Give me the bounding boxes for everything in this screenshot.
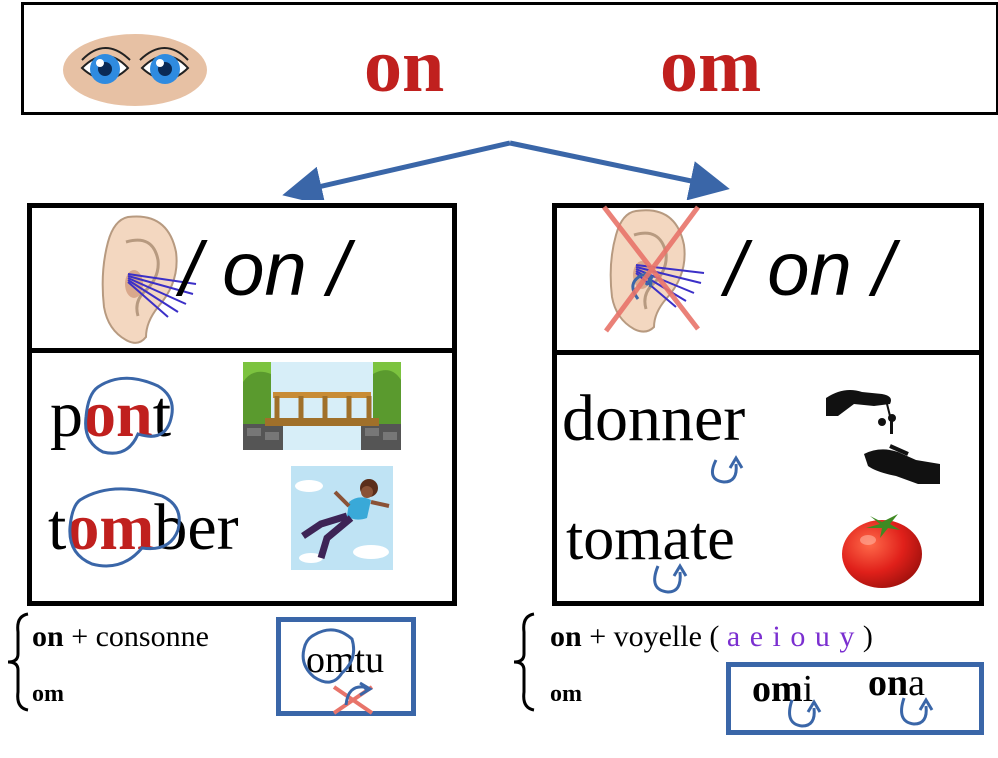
right-rule-vowels: a e i o u y: [726, 620, 856, 653]
right-example-omi-rest: i: [802, 668, 814, 710]
word-donner: donner: [562, 382, 746, 455]
right-words-box: [552, 350, 984, 606]
bridge-image: [243, 362, 401, 450]
right-example-omi-bold: om: [752, 668, 803, 710]
word-tomber: tomber: [48, 495, 239, 561]
right-example-omi: omi: [752, 670, 813, 708]
left-brace: [7, 612, 29, 712]
left-eye: [80, 47, 131, 84]
hands-giving-keys-image: [826, 390, 940, 484]
falling-person-image: [291, 466, 393, 570]
right-brace: [513, 612, 535, 712]
ear-crossed-out-icon: [602, 205, 705, 333]
right-rule-voyelle: + voyelle (: [581, 620, 727, 653]
header-grapheme-om: om: [660, 24, 762, 108]
right-rule-close: ): [855, 620, 873, 653]
right-example-box: [726, 662, 984, 735]
word-pont-before: p: [50, 378, 83, 451]
left-words-box: [27, 348, 457, 606]
left-rule-consonne: + consonne: [63, 620, 209, 653]
header-grapheme-on: on: [364, 24, 445, 108]
left-rule-line-2: om: [32, 681, 64, 707]
right-rule-line-1: on + voyelle ( a e i o u y ): [550, 622, 873, 652]
header-banner: [21, 2, 998, 115]
right-eye: [139, 47, 190, 84]
right-rule-on: on: [550, 620, 582, 653]
word-pont-highlight: on: [83, 378, 153, 451]
left-rule-on: on: [32, 620, 64, 653]
right-example-ona-rest: a: [908, 662, 926, 704]
branch-arrows: [282, 140, 730, 200]
word-tomate: tomate: [566, 505, 735, 573]
tomato-image: [842, 514, 922, 588]
eyes-icon: [63, 34, 207, 106]
right-example-ona-bold: on: [868, 662, 909, 704]
word-pont: pont: [50, 382, 171, 448]
word-tomber-before: t: [48, 491, 67, 564]
word-tomber-highlight: om: [66, 491, 155, 564]
word-pont-after: t: [152, 378, 172, 451]
word-tomber-after: ber: [154, 491, 239, 564]
left-rule-line-1: on + consonne: [32, 622, 209, 652]
ear-hearing-icon: [101, 215, 197, 344]
left-sound-label: / on /: [180, 227, 349, 312]
right-rule-line-2: om: [550, 681, 582, 707]
right-sound-label: / on /: [725, 227, 894, 312]
left-example-word: omtu: [306, 639, 385, 681]
right-example-ona: ona: [868, 664, 925, 702]
